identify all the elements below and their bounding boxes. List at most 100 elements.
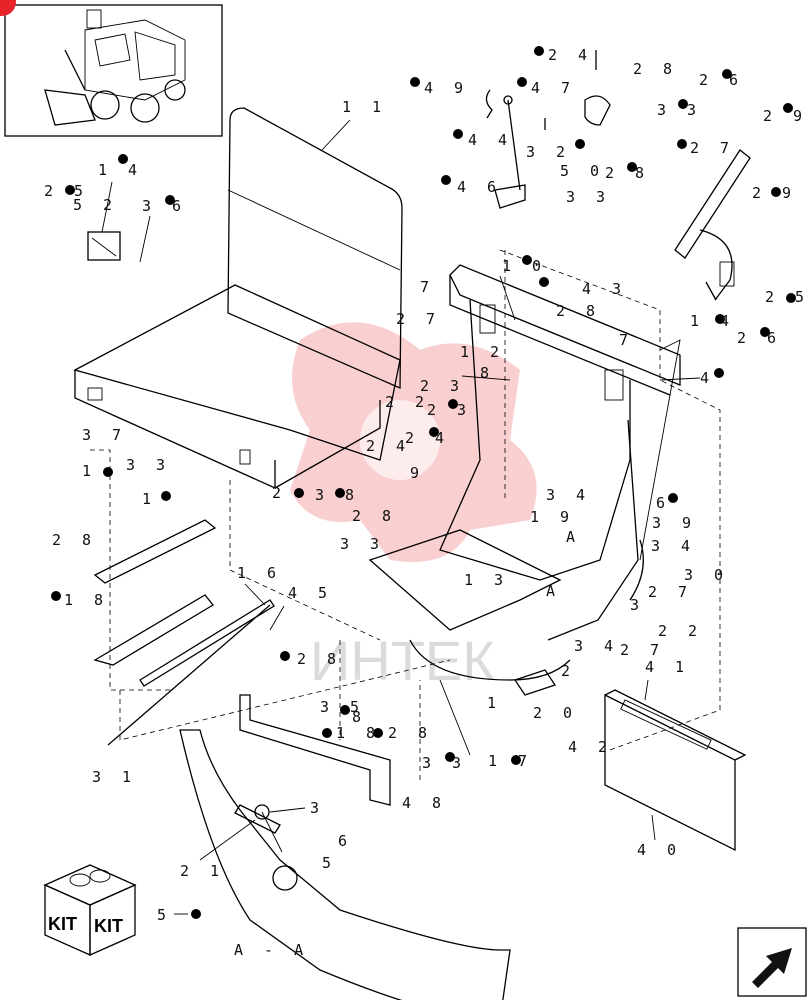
label-11: 1 1 xyxy=(342,98,387,116)
arrow-icon[interactable] xyxy=(737,927,807,997)
label-18a: 1 8 xyxy=(64,591,109,609)
label-1a: 1 xyxy=(82,462,97,480)
leader-lines xyxy=(101,119,701,915)
label-28g: 2 8 xyxy=(388,724,433,742)
label-18b: 1 8 xyxy=(336,724,381,742)
label-33d: 3 3 xyxy=(340,535,385,553)
label-10: 1 0 xyxy=(502,257,547,275)
label-28a: 2 8 xyxy=(52,531,97,549)
kit-label-left: KIT xyxy=(48,914,77,934)
label-32: 3 2 xyxy=(526,143,571,161)
label-30: 3 0 xyxy=(684,566,729,584)
label-20: 2 0 xyxy=(533,704,578,722)
kit-label-right: KIT xyxy=(94,916,123,936)
label-33e: 3 3 xyxy=(422,754,467,772)
label-24a: 2 4 xyxy=(548,46,593,64)
label-44: 4 4 xyxy=(468,131,513,149)
label-34b: 3 4 xyxy=(651,537,696,555)
label-22b: 2 2 xyxy=(658,622,703,640)
label-28d: 2 8 xyxy=(556,302,601,320)
label-37: 3 7 xyxy=(82,426,127,444)
label-27a: 2 7 xyxy=(690,139,735,157)
label-2b: 2 xyxy=(561,662,576,680)
skid-steer-loader-icon[interactable] xyxy=(0,0,223,137)
label-9: 9 xyxy=(410,464,425,482)
bracket-20[interactable] xyxy=(513,669,557,696)
label-19: 1 9 xyxy=(530,508,575,526)
label-48: 4 8 xyxy=(402,794,447,812)
label-45: 4 5 xyxy=(288,584,333,602)
label-33a: 3 3 xyxy=(126,456,171,474)
label-49: 4 9 xyxy=(424,79,469,97)
label-21: 2 1 xyxy=(180,862,225,880)
label-52: 5 2 xyxy=(73,196,118,214)
label-38: 3 8 xyxy=(315,486,360,504)
label-A2: A xyxy=(546,582,561,600)
label-4: 4 xyxy=(700,369,715,387)
slide-rails[interactable] xyxy=(93,519,275,746)
bent-tube[interactable] xyxy=(239,694,391,806)
label-1c: 1 xyxy=(487,694,502,712)
label-24b: 2 4 xyxy=(366,437,411,455)
label-14a: 1 4 xyxy=(98,161,143,179)
label-27d: 2 7 xyxy=(620,641,665,659)
part-labels: 1 1 1 4 2 5 5 2 3 6 3 7 1 3 3 1 2 8 1 8 … xyxy=(44,46,810,959)
label-5-kit: 5 xyxy=(157,906,172,924)
label-43: 4 3 xyxy=(582,280,627,298)
label-29a: 2 9 xyxy=(763,107,808,125)
label-41: 4 1 xyxy=(645,658,690,676)
seat-belt[interactable] xyxy=(674,149,751,301)
label-36: 3 6 xyxy=(142,197,187,215)
label-2a: 2 xyxy=(272,484,287,502)
label-39: 3 9 xyxy=(652,514,697,532)
label-26a: 2 6 xyxy=(699,71,744,89)
part-markers xyxy=(51,46,796,919)
label-40: 4 0 xyxy=(637,841,682,859)
label-3a: 3 xyxy=(310,799,325,817)
watermark-text: ИНТЕК xyxy=(310,629,495,692)
seat-assembly[interactable] xyxy=(73,107,403,490)
seat-frame[interactable] xyxy=(368,264,681,681)
label-28e: 2 8 xyxy=(352,507,397,525)
watermark-logo: ИНТЕК xyxy=(290,322,537,692)
storage-box[interactable] xyxy=(604,689,747,852)
label-23b: 2 3 xyxy=(427,401,472,419)
label-28b: 2 8 xyxy=(633,60,678,78)
section-a-a[interactable] xyxy=(179,729,511,1000)
label-31: 3 1 xyxy=(92,768,137,786)
label-6a: 6 xyxy=(338,832,353,850)
label-1b: 1 xyxy=(142,490,157,508)
label-33b: 3 3 xyxy=(657,101,702,119)
label-23a: 2 3 xyxy=(420,377,465,395)
label-3b: 3 xyxy=(630,596,645,614)
label-24c: 2 4 xyxy=(405,429,450,447)
label-46: 4 6 xyxy=(457,178,502,196)
label-27b: 2 7 xyxy=(396,310,441,328)
label-29b: 2 9 xyxy=(752,184,797,202)
label-25b: 2 5 xyxy=(765,288,810,306)
label-7b: 7 xyxy=(619,331,634,349)
label-6b: 6 xyxy=(656,494,671,512)
upper-linkage[interactable] xyxy=(485,50,611,209)
label-28c: 2 8 xyxy=(605,164,650,182)
label-22a: 2 2 xyxy=(385,393,430,411)
decal-52[interactable] xyxy=(87,231,121,261)
section-label-aa: A - A xyxy=(234,941,309,959)
label-14b: 1 4 xyxy=(690,312,735,330)
label-34a: 3 4 xyxy=(546,486,591,504)
label-34c: 3 4 xyxy=(574,637,619,655)
label-47: 4 7 xyxy=(531,79,576,97)
label-27c: 2 7 xyxy=(648,583,693,601)
label-42: 4 2 xyxy=(568,738,613,756)
label-5a: 5 xyxy=(322,854,337,872)
label-17: 1 7 xyxy=(488,752,533,770)
kit-box-icon[interactable]: KIT KIT xyxy=(43,864,137,957)
label-33c: 3 3 xyxy=(566,188,611,206)
label-7a: 7 xyxy=(420,278,435,296)
assembly-guide-lines xyxy=(90,249,721,780)
label-28f: 2 8 xyxy=(297,650,342,668)
label-8a: 8 xyxy=(480,364,495,382)
label-50: 5 0 xyxy=(560,162,605,180)
label-8b: 8 xyxy=(352,708,367,726)
